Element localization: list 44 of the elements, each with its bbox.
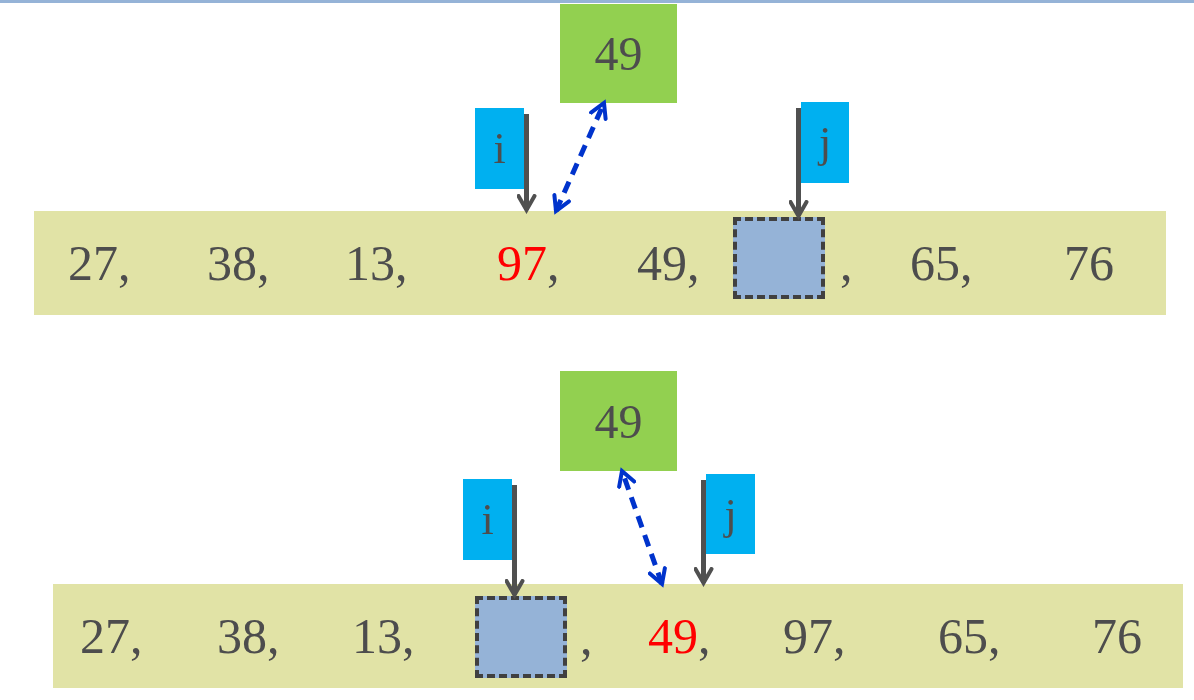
pointer-label: i <box>475 108 524 189</box>
array-value: 38 <box>217 608 267 664</box>
empty-slot <box>733 217 825 299</box>
array-value: 97 <box>783 608 833 664</box>
comma: , <box>395 235 408 291</box>
pointer-label: i <box>463 479 512 560</box>
array-value: 49 <box>637 235 687 291</box>
comma: , <box>840 234 853 293</box>
array-band <box>53 584 1183 688</box>
array-value: 97 <box>497 235 547 291</box>
pivot-box: 49 <box>560 371 677 471</box>
empty-slot <box>475 596 567 678</box>
array-value: 13 <box>352 608 402 664</box>
comma: , <box>580 608 593 667</box>
array-value: 65 <box>910 235 960 291</box>
comma: , <box>402 608 415 664</box>
comma: , <box>257 235 270 291</box>
double-arrow <box>617 469 667 586</box>
pointer-label: j <box>706 474 755 554</box>
comma: , <box>833 608 846 664</box>
comma: , <box>547 235 560 291</box>
comma: , <box>988 608 1001 664</box>
array-value: 76 <box>1064 235 1114 291</box>
pivot-box: 49 <box>560 4 677 103</box>
comma: , <box>118 235 131 291</box>
comma: , <box>960 235 973 291</box>
array-value: 38 <box>207 235 257 291</box>
comma: , <box>687 235 700 291</box>
arrow <box>504 485 525 597</box>
arrow <box>788 108 809 218</box>
array-value: 49 <box>648 608 698 664</box>
comma: , <box>267 608 280 664</box>
arrow <box>516 114 537 212</box>
array-value: 76 <box>1092 608 1142 664</box>
array-value: 27 <box>80 608 130 664</box>
arrow <box>693 480 714 585</box>
double-arrow <box>552 101 608 213</box>
array-value: 27 <box>68 235 118 291</box>
comma: , <box>698 608 711 664</box>
array-value: 65 <box>938 608 988 664</box>
pointer-label: j <box>801 102 849 183</box>
comma: , <box>130 608 143 664</box>
array-band <box>34 211 1166 315</box>
array-value: 13 <box>345 235 395 291</box>
